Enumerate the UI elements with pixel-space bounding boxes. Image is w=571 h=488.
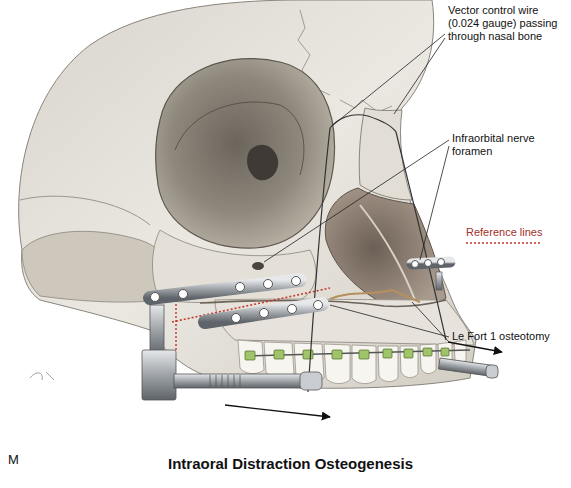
label-holder: Vector control wire (0.024 gauge) passin…: [448, 4, 566, 43]
label-holder: Intraoral Distraction Osteogenesis: [168, 455, 488, 473]
callout-label: Infraorbital nerve foramen: [452, 132, 556, 158]
label-holder: Le Fort 1 osteotomy: [452, 330, 552, 343]
callout-label: Le Fort 1 osteotomy: [452, 330, 552, 343]
reference-label: Reference lines: [466, 226, 566, 239]
figure-caption: Intraoral Distraction Osteogenesis: [168, 455, 488, 473]
label-holder: Infraorbital nerve foramen: [452, 132, 556, 158]
panel-letter: M: [8, 452, 38, 468]
callout-label: Vector control wire (0.024 gauge) passin…: [448, 4, 566, 43]
label-holder: M: [8, 452, 38, 468]
label-holder: Reference lines: [466, 226, 566, 239]
